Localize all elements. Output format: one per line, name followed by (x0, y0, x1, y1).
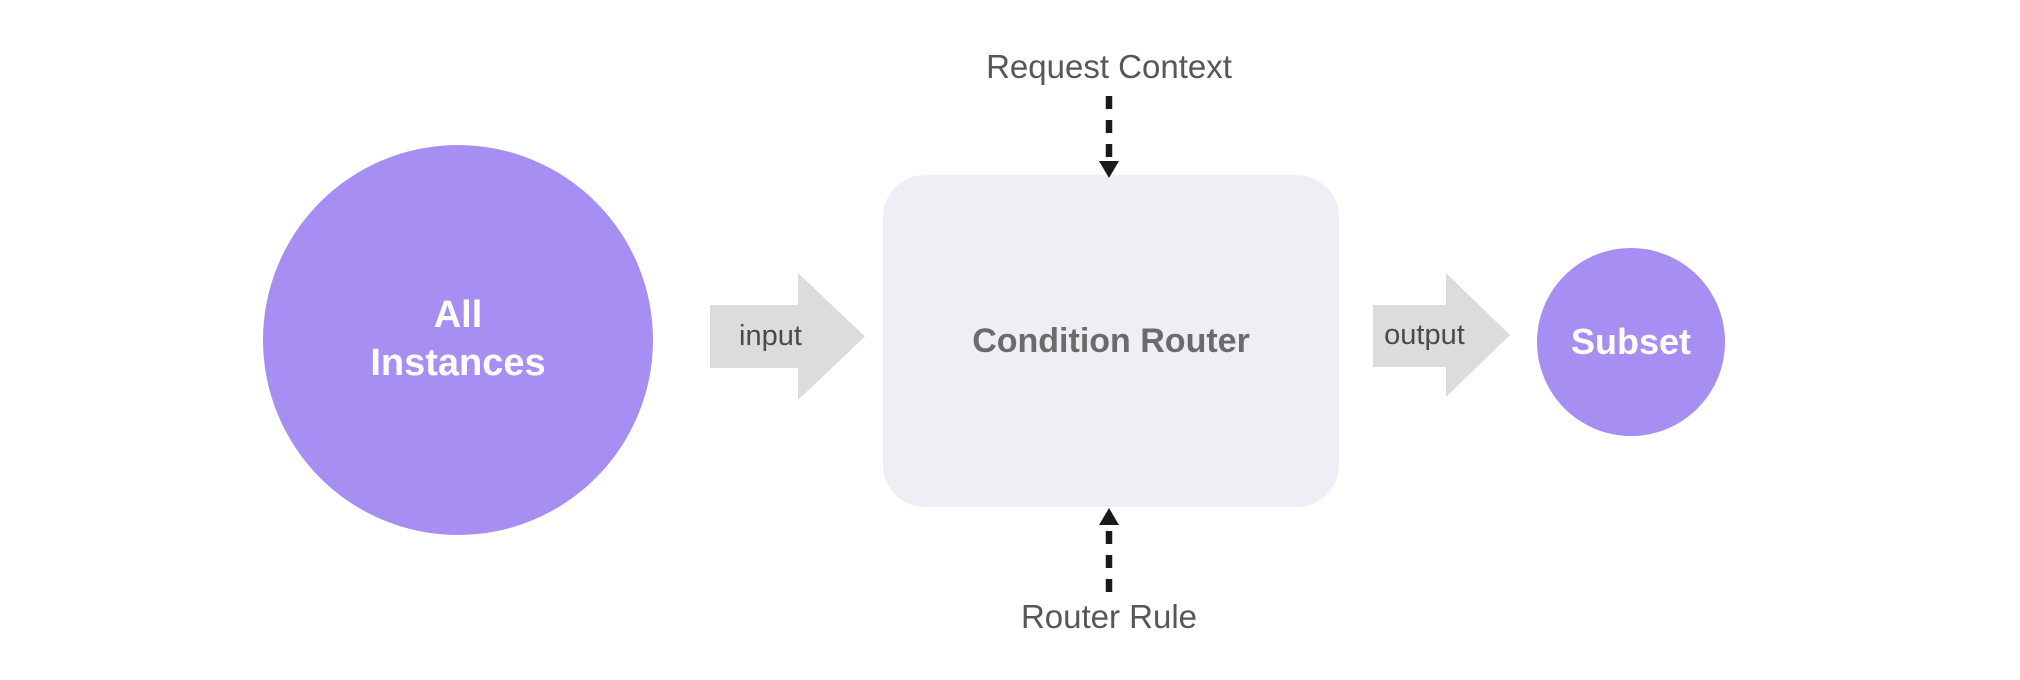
output-arrow: output (1373, 273, 1510, 397)
request-context-arrow (1099, 96, 1119, 178)
input-arrow-label: input (739, 320, 802, 352)
node-subset-label: Subset (1570, 321, 1692, 362)
node-all-instances-label: All Instances (370, 294, 546, 384)
node-subset: Subset (1537, 248, 1725, 436)
router-rule-label: Router Rule (1020, 598, 1198, 635)
node-condition-router-label: Condition Router (972, 321, 1250, 360)
router-rule-arrow (1099, 508, 1119, 592)
output-arrow-label: output (1384, 318, 1465, 351)
input-arrow: input (710, 273, 865, 400)
node-condition-router: Condition Router (883, 175, 1339, 507)
node-all-instances: All Instances (263, 145, 653, 535)
request-context-label: Request Context (986, 48, 1232, 85)
arrowhead-up-icon (1099, 508, 1119, 525)
